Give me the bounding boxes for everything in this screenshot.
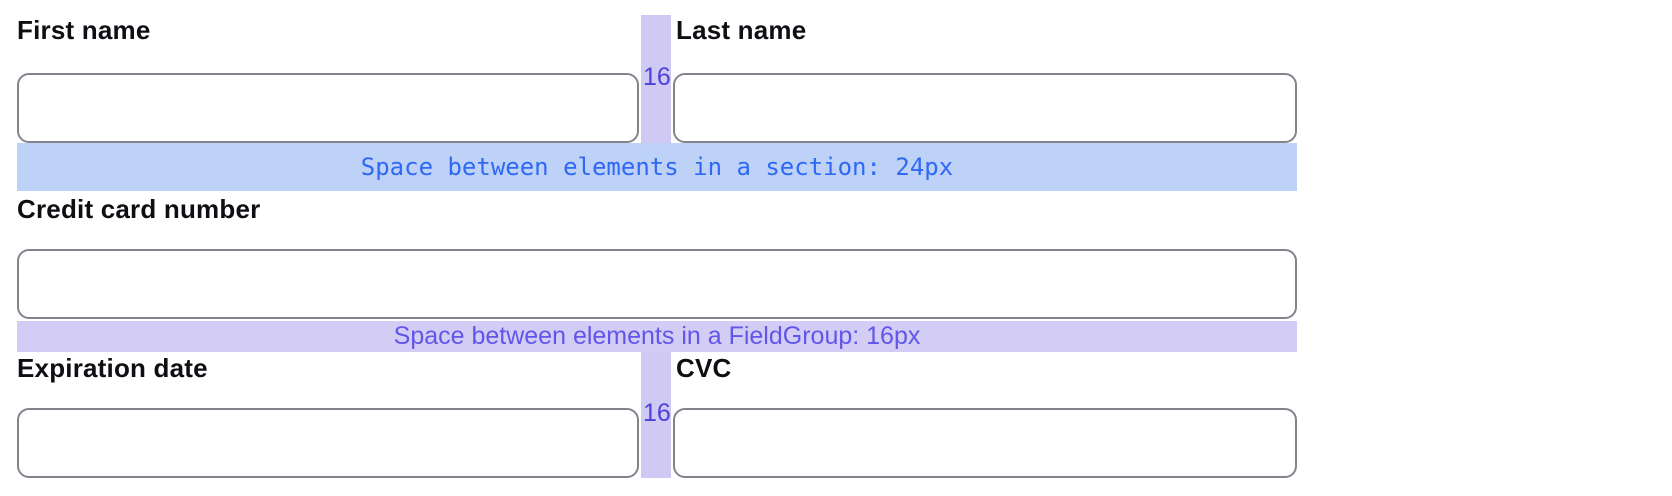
last-name-label: Last name <box>676 15 807 45</box>
cvc-input[interactable] <box>673 408 1297 478</box>
card-number-label: Credit card number <box>17 194 261 224</box>
fieldgroup-spacing-band: Space between elements in a FieldGroup: … <box>17 321 1297 352</box>
column-gap-highlight-bottom <box>641 352 671 478</box>
section-spacing-band-label: Space between elements in a section: 24p… <box>360 153 954 181</box>
last-name-input[interactable] <box>673 73 1297 143</box>
first-name-label: First name <box>17 15 151 45</box>
expiration-date-label: Expiration date <box>17 353 208 383</box>
card-number-input[interactable] <box>17 249 1297 319</box>
section-spacing-band: Space between elements in a section: 24p… <box>17 143 1297 191</box>
expiration-date-input[interactable] <box>17 408 639 478</box>
column-gap-highlight-top <box>641 15 671 143</box>
fieldgroup-spacing-band-label: Space between elements in a FieldGroup: … <box>393 322 921 350</box>
column-gap-value-bottom: 16 <box>643 399 671 427</box>
first-name-input[interactable] <box>17 73 639 143</box>
column-gap-value-top: 16 <box>643 63 671 91</box>
cvc-label: CVC <box>676 353 732 383</box>
